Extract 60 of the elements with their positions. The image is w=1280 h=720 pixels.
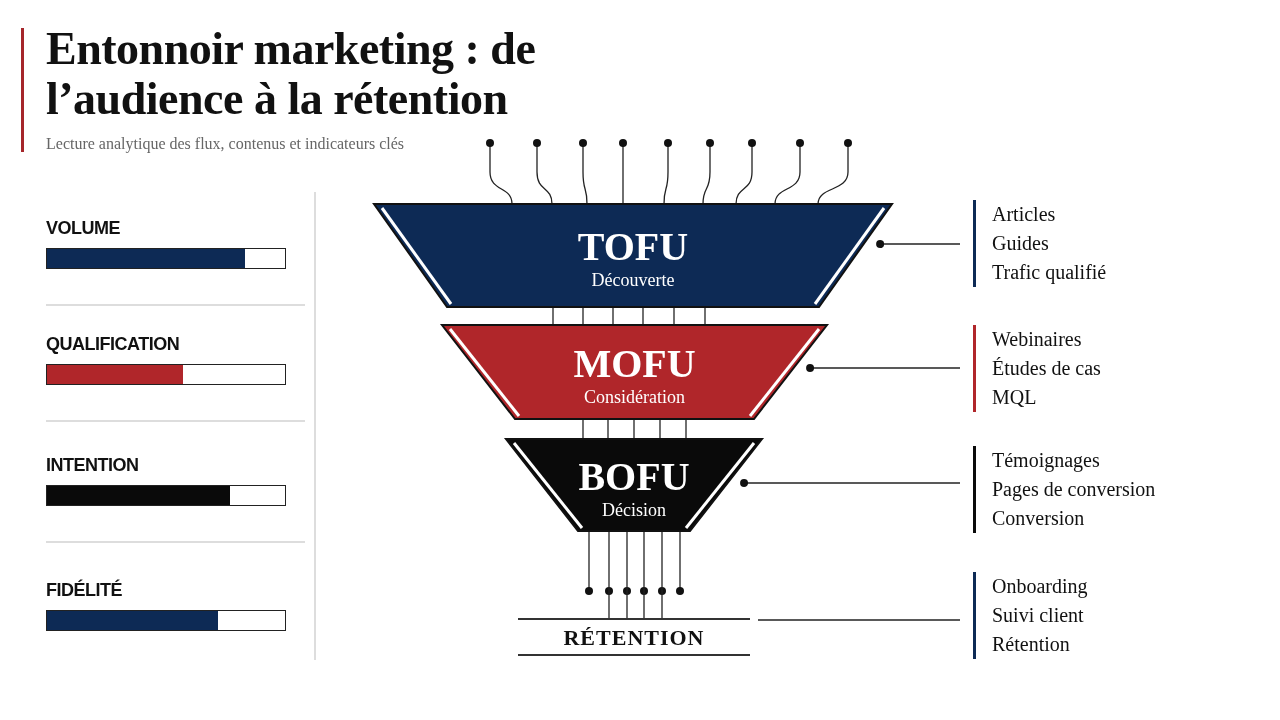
title: Entonnoir marketing : de l’audience à la rétention <box>46 24 537 124</box>
list-item: Suivi client <box>992 603 1085 628</box>
stage-title: MOFU <box>572 342 697 386</box>
list-item: Webinaires <box>992 327 1083 352</box>
list-item: MQL <box>992 385 1038 410</box>
stage-subtitle: Considération <box>583 386 686 408</box>
subtitle: Lecture analytique des flux, contenus et indicateurs clés <box>46 135 405 153</box>
flow-line <box>552 307 554 325</box>
list-item: Trafic qualifié <box>992 260 1107 286</box>
flow-line <box>643 531 645 619</box>
list-item: Onboarding <box>992 574 1088 600</box>
item-list <box>973 446 1156 533</box>
item-list <box>973 200 1107 287</box>
flow-line <box>608 531 610 619</box>
metric-label: VOLUME <box>46 218 120 239</box>
stage-title: TOFU <box>576 225 690 269</box>
flow-line <box>685 419 687 439</box>
flow-line <box>607 419 609 439</box>
list-item: Témoignages <box>992 448 1101 474</box>
flow-line <box>642 307 644 325</box>
flow-line <box>582 307 584 325</box>
flow-line <box>702 139 714 205</box>
flow-line <box>774 139 804 205</box>
flow-line <box>661 531 663 619</box>
stage-title: BOFU <box>577 455 691 499</box>
list-item: Études de cas <box>992 356 1101 381</box>
list-item: Conversion <box>992 506 1086 531</box>
list-item: Guides <box>992 231 1050 256</box>
metric-label: INTENTION <box>46 455 139 476</box>
flow-line <box>676 531 684 595</box>
leader-line <box>876 240 961 248</box>
flow-line <box>704 307 706 325</box>
metric-label: QUALIFICATION <box>46 334 180 355</box>
flow-line <box>619 139 627 205</box>
flow-line <box>582 419 584 439</box>
flow-line <box>533 139 553 205</box>
metric-label: FIDÉLITÉ <box>46 580 122 601</box>
stage-subtitle: Décision <box>601 499 667 521</box>
flow-line <box>663 139 672 205</box>
flow-line <box>735 139 756 205</box>
flow-line <box>579 139 588 205</box>
list-item: Articles <box>992 202 1057 227</box>
item-list <box>973 572 1088 659</box>
flow-line <box>612 307 614 325</box>
leader-line <box>806 364 961 372</box>
stage-subtitle: Découverte <box>590 269 676 291</box>
list-item: Rétention <box>992 632 1071 657</box>
flow-line <box>585 531 593 595</box>
band-label: RÉTENTION <box>562 625 706 651</box>
flow-line <box>626 531 628 619</box>
leader-line <box>740 479 961 487</box>
flow-line <box>486 139 513 205</box>
flow-line <box>673 307 675 325</box>
item-list <box>973 325 1101 412</box>
flow-line <box>659 419 661 439</box>
stage-band <box>518 618 750 656</box>
leader-line <box>757 619 961 621</box>
flow-line <box>817 139 852 205</box>
list-item: Pages de conversion <box>992 477 1156 503</box>
flow-line <box>633 419 635 439</box>
